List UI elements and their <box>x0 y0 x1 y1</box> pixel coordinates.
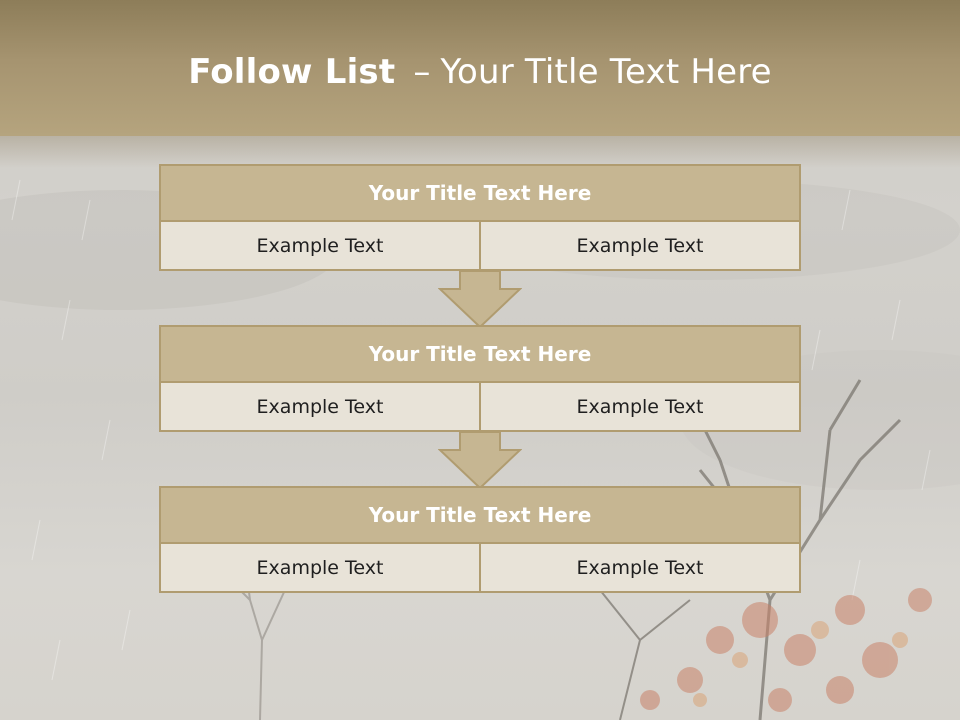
autumn-leaves <box>640 588 932 712</box>
list-block-3: Your Title Text Here Example Text Exampl… <box>159 486 801 593</box>
list-block-left-text: Example Text <box>161 222 481 269</box>
slide-title: Follow List–Your Title Text Here <box>0 52 960 92</box>
list-block-right-text: Example Text <box>481 544 799 591</box>
list-block-title: Your Title Text Here <box>161 327 799 383</box>
list-block-1: Your Title Text Here Example Text Exampl… <box>159 164 801 271</box>
slide-title-rest: Your Title Text Here <box>440 52 772 92</box>
list-block-title: Your Title Text Here <box>161 488 799 544</box>
down-arrow-icon <box>438 432 522 490</box>
title-bar <box>0 0 960 136</box>
list-block-left-text: Example Text <box>161 383 481 430</box>
list-block-title: Your Title Text Here <box>161 166 799 222</box>
list-block-2: Your Title Text Here Example Text Exampl… <box>159 325 801 432</box>
slide-title-dash: – <box>413 52 431 92</box>
title-bar-shadow <box>0 136 960 168</box>
list-block-right-text: Example Text <box>481 383 799 430</box>
list-block-right-text: Example Text <box>481 222 799 269</box>
list-block-left-text: Example Text <box>161 544 481 591</box>
down-arrow-icon <box>438 271 522 329</box>
slide-title-bold: Follow List <box>188 52 396 92</box>
